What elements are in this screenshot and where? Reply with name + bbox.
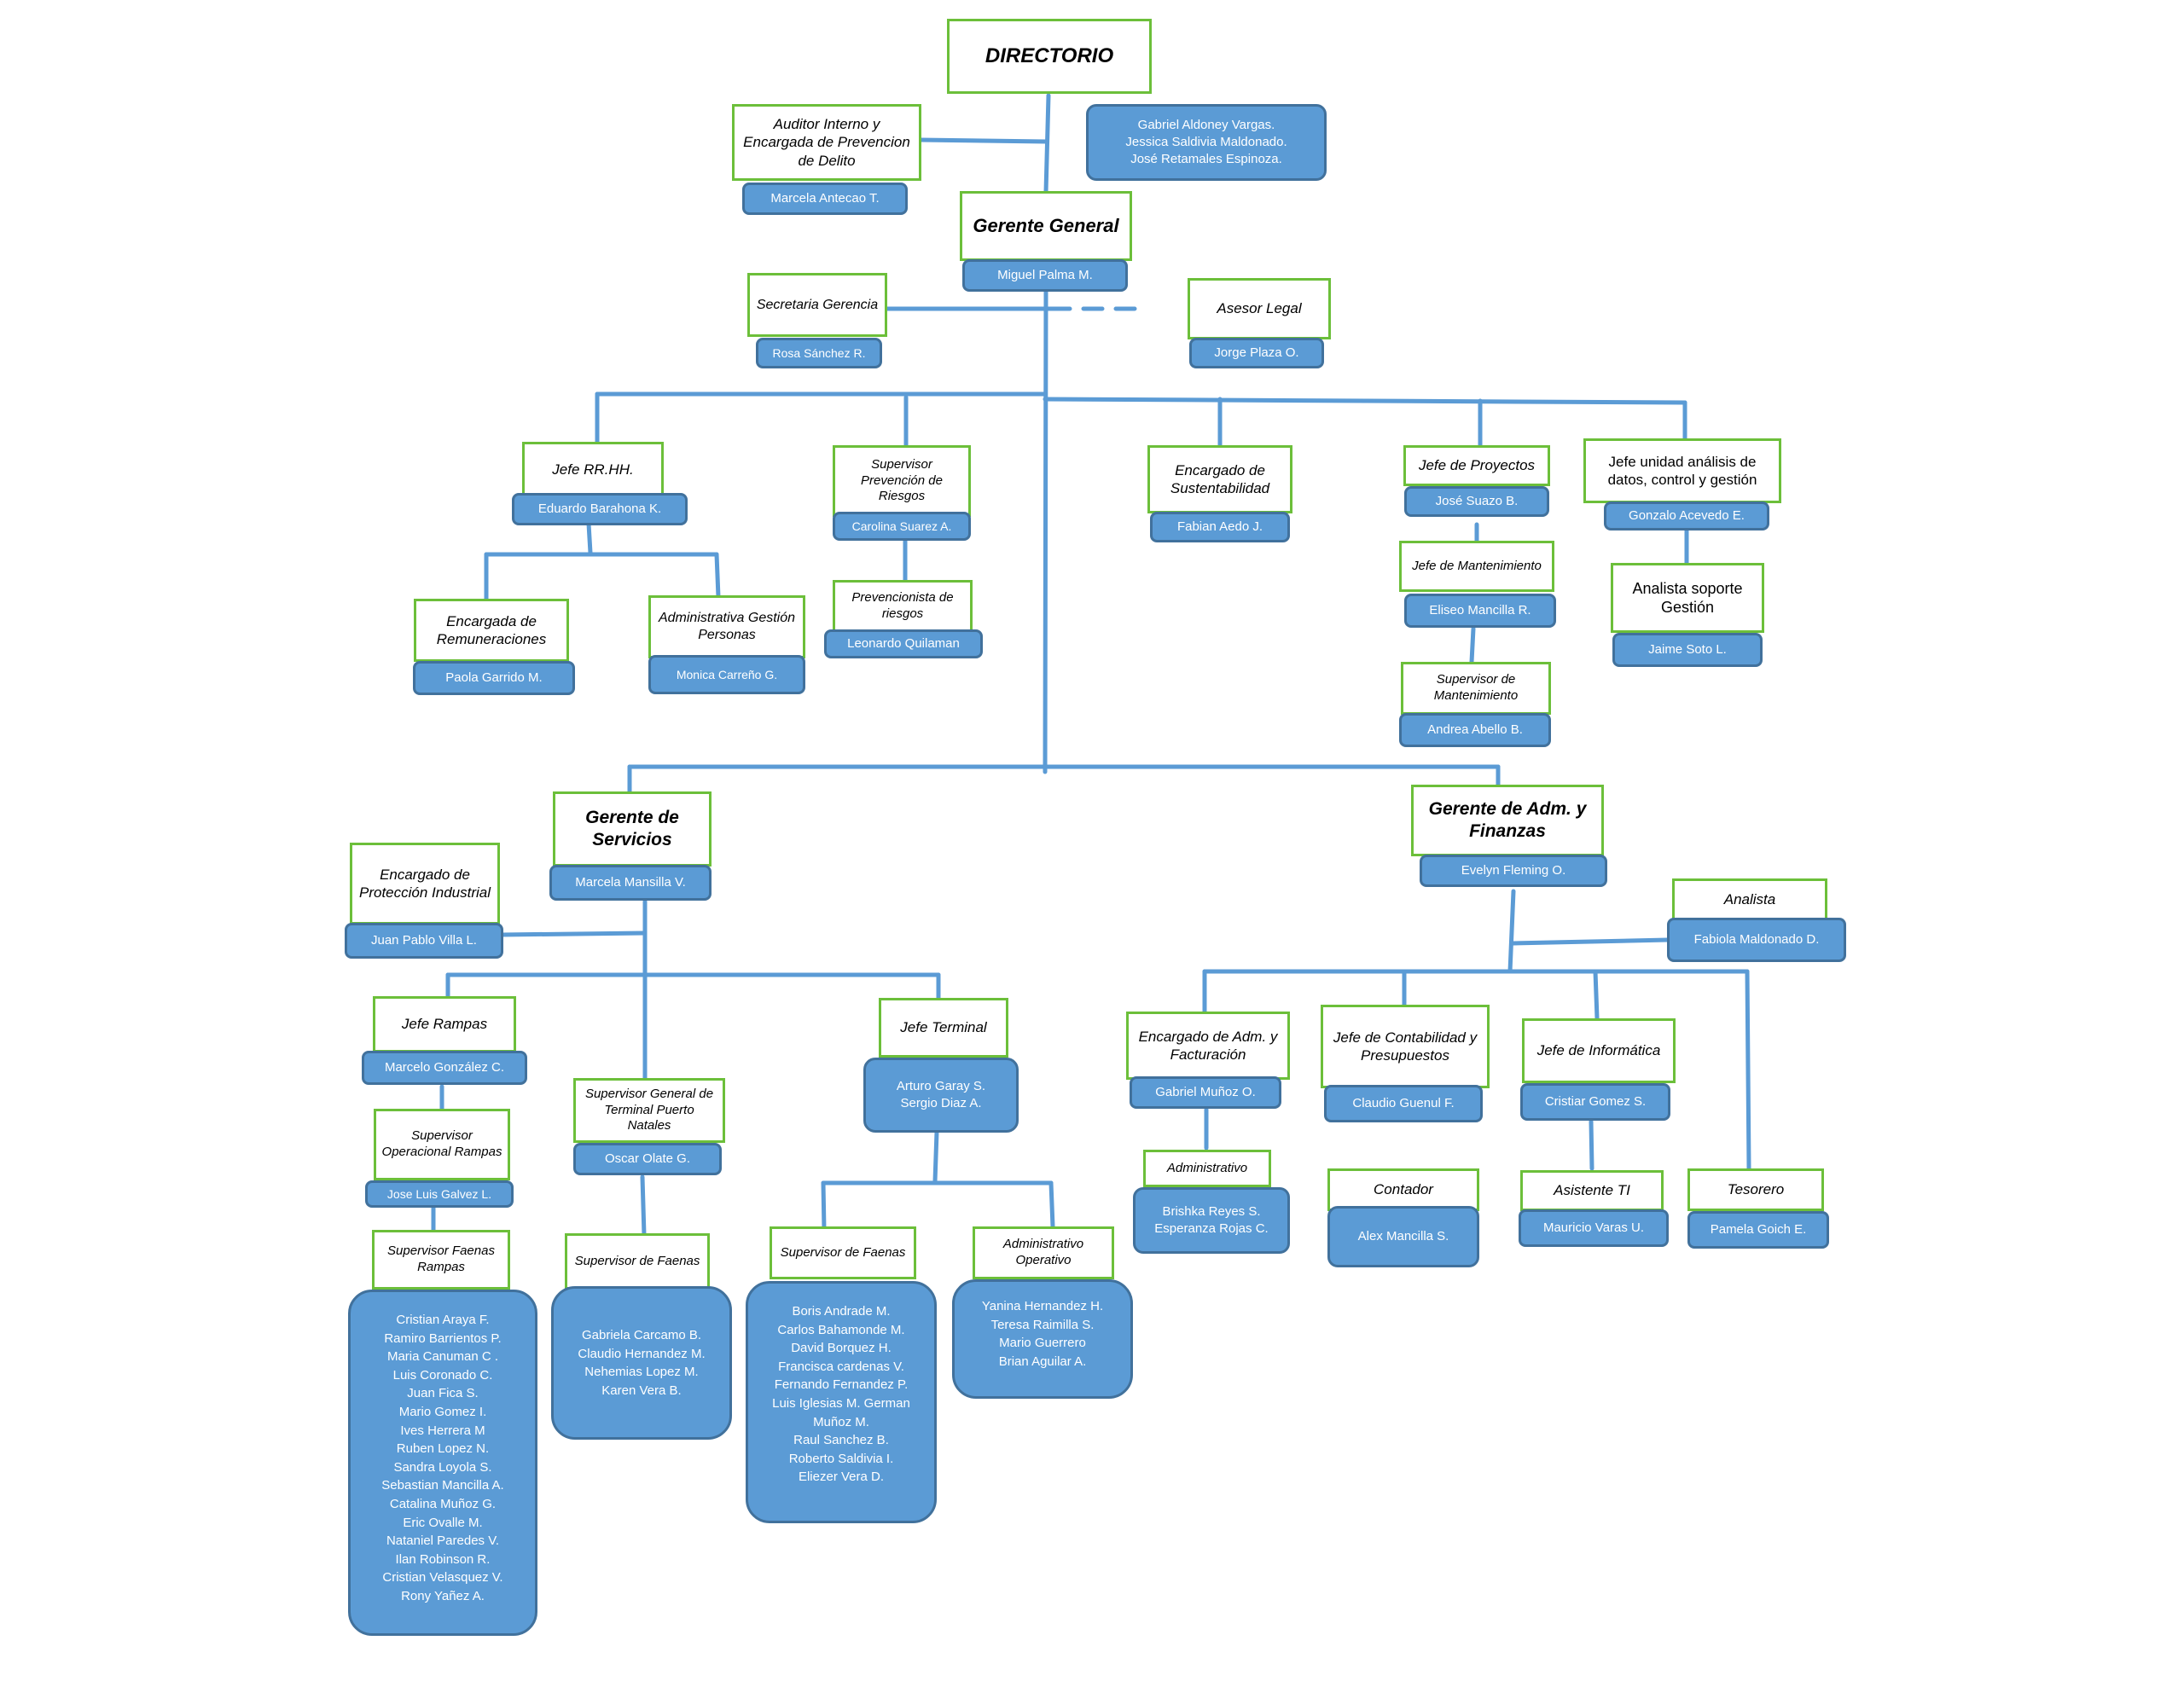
name-box: Claudio Guenul F. xyxy=(1324,1085,1483,1122)
title-box: Jefe de Contabilidad y Presupuestos xyxy=(1321,1005,1490,1088)
name-box: Alex Mancilla S. xyxy=(1327,1206,1479,1267)
name-box: Mauricio Varas U. xyxy=(1519,1209,1669,1247)
name-box: Fabiola Maldonado D. xyxy=(1667,918,1846,962)
name-box: Jaime Soto L. xyxy=(1612,633,1763,667)
name-box: Eliseo Mancilla R. xyxy=(1404,594,1556,628)
title-box: Administrativo xyxy=(1143,1150,1271,1187)
staff-list: Cristian Araya F. Ramiro Barrientos P. M… xyxy=(348,1290,537,1636)
name-box: Evelyn Fleming O. xyxy=(1420,855,1607,887)
title-box: Supervisor de Faenas xyxy=(565,1233,710,1290)
name-box: Cristiar Gomez S. xyxy=(1520,1083,1670,1121)
title-box: Jefe de Informática xyxy=(1522,1018,1676,1083)
name-box: Andrea Abello B. xyxy=(1399,713,1551,747)
title-box: Supervisor de Mantenimiento xyxy=(1401,662,1551,715)
title-box: Gerente de Adm. y Finanzas xyxy=(1411,785,1604,856)
name-box: Miguel Palma M. xyxy=(962,259,1128,292)
title-box: Supervisor Operacional Rampas xyxy=(374,1109,510,1180)
title-box: Jefe de Mantenimiento xyxy=(1399,541,1554,592)
title-box: Supervisor Prevención de Riesgos xyxy=(833,445,971,517)
title-box: Encargado de Adm. y Facturación xyxy=(1126,1012,1290,1080)
name-box: Brishka Reyes S. Esperanza Rojas C. xyxy=(1133,1187,1290,1254)
title-box: Jefe RR.HH. xyxy=(522,442,664,498)
title-box: Contador xyxy=(1327,1168,1479,1211)
members-box: Gabriel Aldoney Vargas. Jessica Saldivia… xyxy=(1086,104,1327,181)
title-box: DIRECTORIO xyxy=(947,19,1152,94)
title-box: Encargado de Sustentabilidad xyxy=(1147,445,1292,513)
title-box: Supervisor Faenas Rampas xyxy=(372,1230,510,1290)
name-box: Rosa Sánchez R. xyxy=(756,338,882,368)
name-box: Jose Luis Galvez L. xyxy=(365,1180,514,1208)
title-box: Analista xyxy=(1672,878,1827,921)
name-box: Fabian Aedo J. xyxy=(1150,512,1290,542)
title-box: Tesorero xyxy=(1687,1168,1824,1211)
title-box: Analista soporte Gestión xyxy=(1611,563,1764,633)
name-box: Marcela Mansilla V. xyxy=(549,865,712,901)
staff-list: Yanina Hernandez H. Teresa Raimilla S. M… xyxy=(952,1279,1133,1399)
title-box: Jefe de Proyectos xyxy=(1403,445,1550,486)
staff-list: Boris Andrade M. Carlos Bahamonde M. Dav… xyxy=(746,1281,937,1523)
name-box: Jorge Plaza O. xyxy=(1189,338,1324,368)
title-box: Jefe Terminal xyxy=(879,998,1008,1058)
title-box: Supervisor de Faenas xyxy=(770,1226,916,1279)
name-box: Carolina Suarez A. xyxy=(833,512,971,541)
staff-list: Gabriela Carcamo B. Claudio Hernandez M.… xyxy=(551,1286,732,1440)
title-box: Prevencionista de riesgos xyxy=(833,580,973,633)
name-box: Marcelo González C. xyxy=(362,1051,527,1085)
title-box: Asistente TI xyxy=(1520,1170,1664,1211)
name-box: Paola Garrido M. xyxy=(413,661,575,695)
title-box: Jefe unidad análisis de datos, control y… xyxy=(1583,438,1781,503)
title-box: Asesor Legal xyxy=(1188,278,1331,339)
title-box: Secretaria Gerencia xyxy=(747,273,887,337)
title-box: Gerente de Servicios xyxy=(553,791,712,867)
title-box: Gerente General xyxy=(960,191,1132,261)
name-box: Eduardo Barahona K. xyxy=(512,493,688,525)
name-box: Arturo Garay S. Sergio Diaz A. xyxy=(863,1058,1019,1133)
name-box: Gabriel Muñoz O. xyxy=(1130,1076,1281,1109)
title-box: Encargado de Protección Industrial xyxy=(350,843,500,925)
name-box: Oscar Olate G. xyxy=(573,1143,722,1175)
name-box: Juan Pablo Villa L. xyxy=(345,923,503,959)
name-box: José Suazo B. xyxy=(1404,486,1549,517)
title-box: Supervisor General de Terminal Puerto Na… xyxy=(573,1078,725,1143)
name-box: Marcela Antecao T. xyxy=(742,183,908,215)
name-box: Monica Carreño G. xyxy=(648,655,805,694)
title-box: Administrativo Operativo xyxy=(973,1226,1114,1279)
title-box: Jefe Rampas xyxy=(373,996,516,1052)
title-box: Administrativa Gestión Personas xyxy=(648,595,805,658)
name-box: Gonzalo Acevedo E. xyxy=(1604,501,1769,530)
title-box: Encargada de Remuneraciones xyxy=(414,599,569,662)
title-box: Auditor Interno y Encargada de Prevencio… xyxy=(732,104,921,181)
name-box: Pamela Goich E. xyxy=(1687,1211,1829,1249)
name-box: Leonardo Quilaman xyxy=(824,629,983,658)
